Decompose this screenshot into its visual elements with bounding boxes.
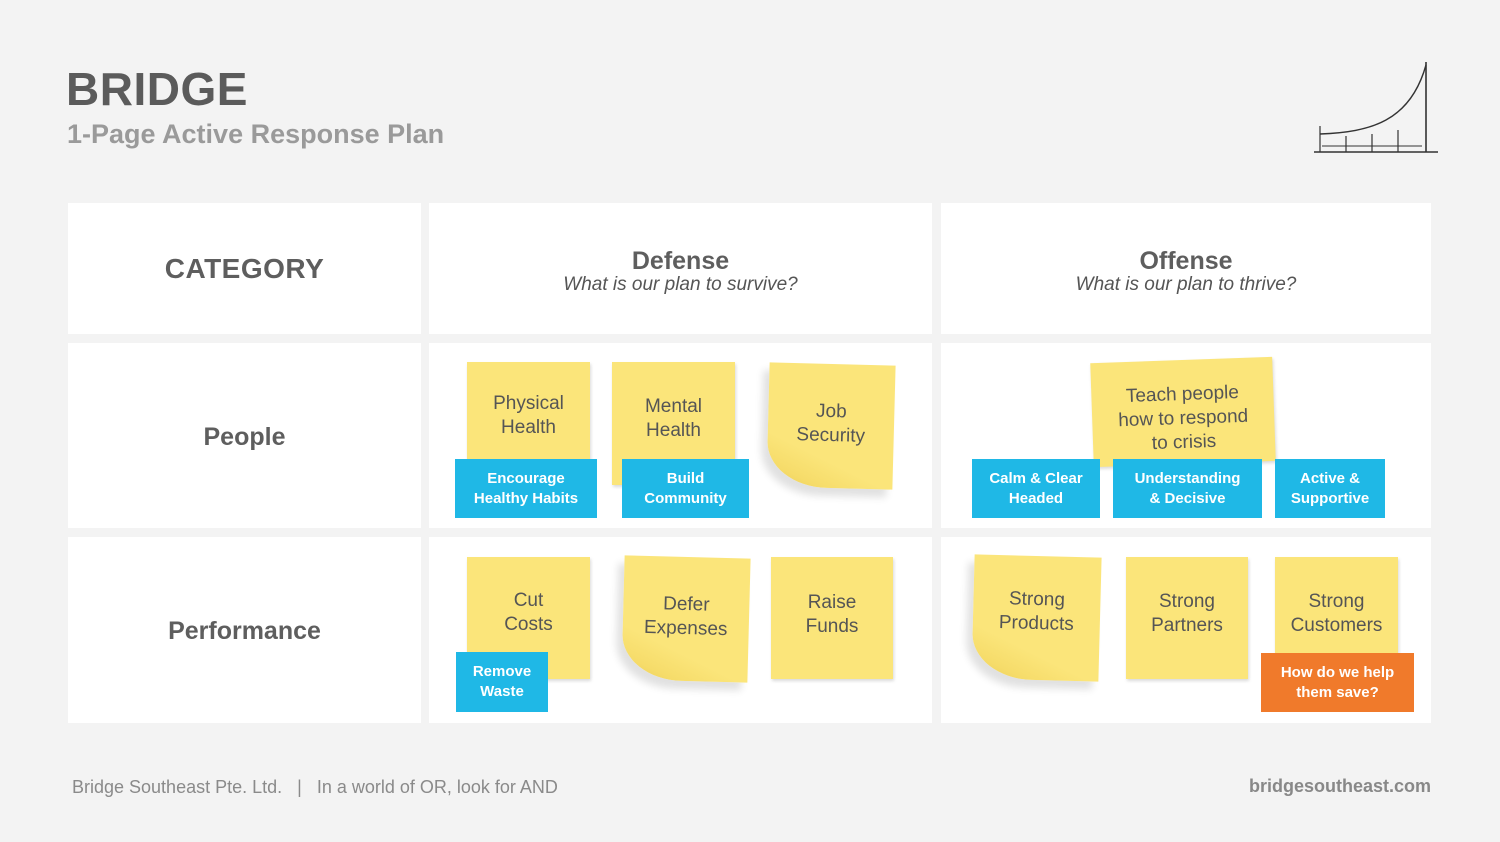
performance-label: Performance bbox=[168, 617, 321, 645]
category-label: CATEGORY bbox=[164, 253, 325, 284]
offense-title: Offense bbox=[1139, 247, 1233, 275]
brand-title: BRIDGE bbox=[66, 63, 248, 115]
footer-website: bridgesoutheast.com bbox=[1248, 776, 1431, 796]
offense-subtitle: What is our plan to thrive? bbox=[1075, 274, 1297, 295]
bridge-logo-icon bbox=[1314, 62, 1438, 153]
tag-active-supportive: Active &Supportive bbox=[1275, 459, 1385, 518]
category-header-cell: CATEGORY bbox=[68, 203, 421, 334]
footer-company-tagline: Bridge Southeast Pte. Ltd. | In a world … bbox=[72, 777, 558, 797]
offense-header-cell: Offense What is our plan to thrive? bbox=[941, 203, 1431, 334]
defense-title: Defense bbox=[631, 247, 730, 275]
defense-header-cell: Defense What is our plan to survive? bbox=[429, 203, 932, 334]
defense-subtitle: What is our plan to survive? bbox=[563, 274, 798, 295]
people-label-cell: People bbox=[68, 343, 421, 528]
people-label: People bbox=[203, 423, 286, 451]
performance-label-cell: Performance bbox=[68, 537, 421, 723]
tag-understanding-decisive: Understanding& Decisive bbox=[1113, 459, 1262, 518]
brand-subtitle: 1-Page Active Response Plan bbox=[67, 119, 445, 149]
